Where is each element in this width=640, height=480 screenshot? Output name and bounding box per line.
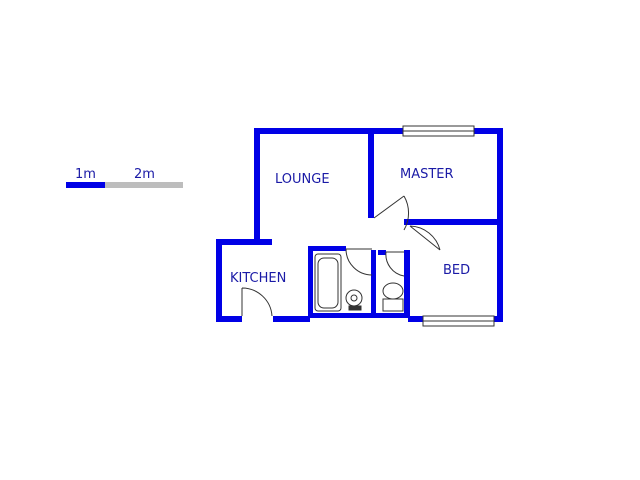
wall-kitchen-top [216, 239, 272, 245]
wall-wc-top [378, 250, 386, 255]
wall-bath-top [308, 246, 346, 251]
scale-bar-secondary [105, 182, 183, 188]
toilet-cistern [382, 298, 404, 312]
door-bed [409, 225, 441, 251]
windows [402, 125, 495, 327]
label-master: MASTER [400, 167, 454, 182]
wall-bath-right [371, 250, 376, 316]
fixtures [314, 253, 404, 312]
wall-bottom-kitchen-right [273, 316, 310, 322]
basin [345, 289, 363, 307]
room-labels: LOUNGE MASTER KITCHEN BED [230, 167, 470, 286]
wall-left-lounge [254, 128, 260, 244]
scale-bar-primary [66, 182, 105, 188]
door-wc [385, 251, 405, 277]
wall-bottom-kitchen-left [216, 316, 242, 322]
label-lounge: LOUNGE [275, 172, 330, 187]
doors [241, 195, 441, 317]
scale-label-2m: 2m [134, 167, 155, 182]
wall-bath-left [308, 246, 313, 318]
wall-master-left [368, 128, 374, 218]
label-kitchen: KITCHEN [230, 271, 286, 286]
door-bathroom [345, 248, 373, 276]
wall-bottom-bath [308, 313, 378, 318]
wall-bottom-wc [378, 313, 410, 318]
door-kitchen [241, 287, 273, 317]
wall-master-bottom [404, 219, 503, 225]
wall-left-kitchen [216, 239, 222, 322]
wall-wc-right [404, 250, 410, 316]
door-master [373, 195, 410, 231]
basin-taps [348, 305, 362, 311]
scale-label-1m: 1m [75, 167, 96, 182]
toilet-bowl [382, 282, 404, 300]
label-bed: BED [443, 263, 470, 278]
wall-top [254, 128, 503, 134]
bathtub [314, 253, 342, 312]
scale-bar: 1m 2m [66, 167, 183, 188]
